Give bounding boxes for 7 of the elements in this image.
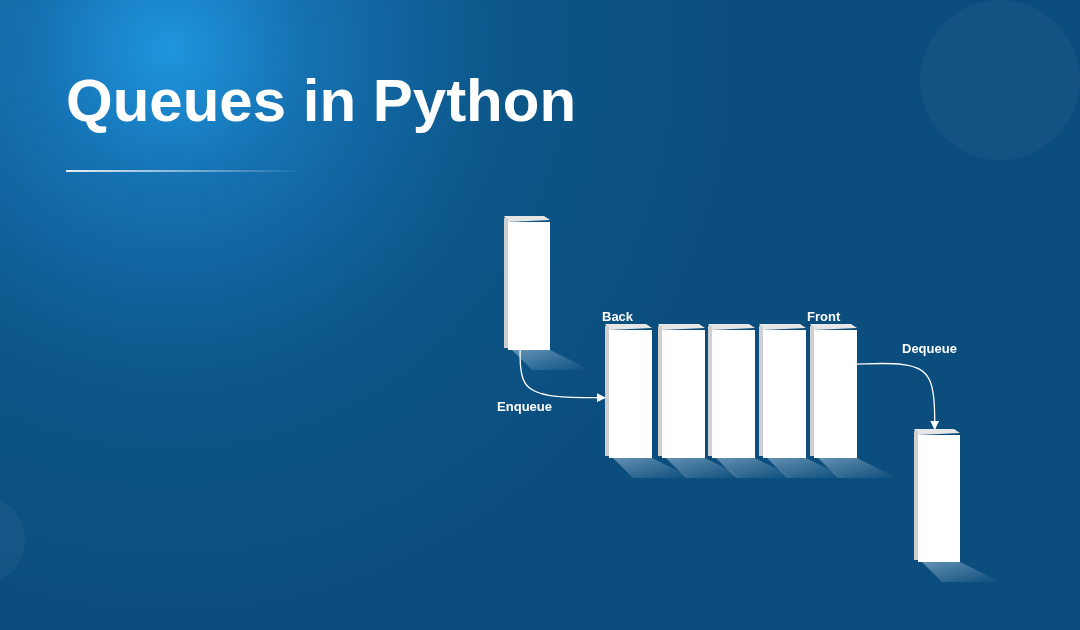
edge-label: Enqueue: [497, 398, 552, 415]
edge-label: Dequeue: [902, 341, 957, 358]
title: Queues in Python: [66, 66, 577, 136]
arrow: [856, 362, 940, 430]
arrow: [519, 349, 606, 403]
block-label: Back: [602, 310, 634, 324]
block-label: Front: [807, 310, 841, 324]
